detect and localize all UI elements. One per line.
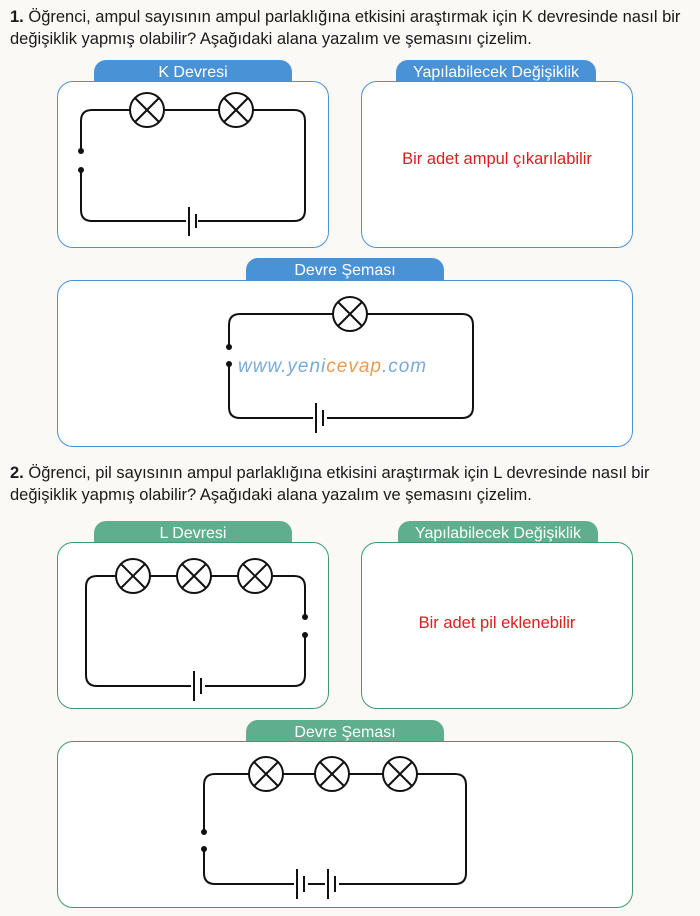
change-box-2 <box>361 542 633 709</box>
tab-change-2: Yapılabilecek Değişiklik <box>398 521 598 545</box>
question-1-text: Öğrenci, ampul sayısının ampul parlaklığ… <box>10 8 681 48</box>
diagram-2-circuit <box>200 756 467 899</box>
watermark-part-2: cevap <box>326 356 382 377</box>
diagram-2-switch <box>200 829 208 852</box>
tab-l-circuit: L Devresi <box>94 521 292 545</box>
answer-1: Bir adet ampul çıkarılabilir <box>402 150 592 168</box>
question-2-number: 2. <box>10 464 24 482</box>
tab-change-1: Yapılabilecek Değişiklik <box>396 60 596 84</box>
diagram-1-bulb <box>332 296 368 332</box>
diagram-1-battery <box>313 403 327 433</box>
watermark-part-3: .com <box>381 356 428 377</box>
l-circuit <box>85 558 309 701</box>
change-box-1 <box>361 81 633 248</box>
question-2-text: Öğrenci, pil sayısının ampul parlaklığın… <box>10 464 650 504</box>
diagram-2-bulb-2 <box>314 756 350 792</box>
l-bulb-3 <box>237 558 273 594</box>
k-circuit <box>77 92 306 236</box>
diagram-1-circuit <box>225 296 474 433</box>
answer-2: Bir adet pil eklenebilir <box>418 614 576 632</box>
diagram-2-bulb-1 <box>248 756 284 792</box>
l-bulb-1 <box>115 558 151 594</box>
tab-k-circuit: K Devresi <box>94 60 292 84</box>
tab-diagram-2: Devre Şeması <box>246 720 444 744</box>
k-bulb-2 <box>218 92 254 128</box>
diagram-2-battery-1 <box>294 869 308 899</box>
l-switch <box>301 614 309 638</box>
k-bulb-1 <box>129 92 165 128</box>
k-switch <box>77 148 85 173</box>
tab-diagram-1: Devre Şeması <box>246 258 444 282</box>
l-battery <box>191 671 205 701</box>
l-bulb-2 <box>176 558 212 594</box>
question-2: 2. Öğrenci, pil sayısının ampul parlaklı… <box>10 462 696 506</box>
question-1: 1. Öğrenci, ampul sayısının ampul parlak… <box>10 6 696 50</box>
k-battery <box>186 207 198 236</box>
question-1-number: 1. <box>10 8 24 26</box>
diagram-1-switch <box>225 344 233 367</box>
diagram-2-bulb-3 <box>382 756 418 792</box>
diagram-2-battery-2 <box>325 869 339 899</box>
watermark-part-1: www.yeni <box>238 356 327 377</box>
watermark: www.yenicevap.com <box>238 356 427 378</box>
